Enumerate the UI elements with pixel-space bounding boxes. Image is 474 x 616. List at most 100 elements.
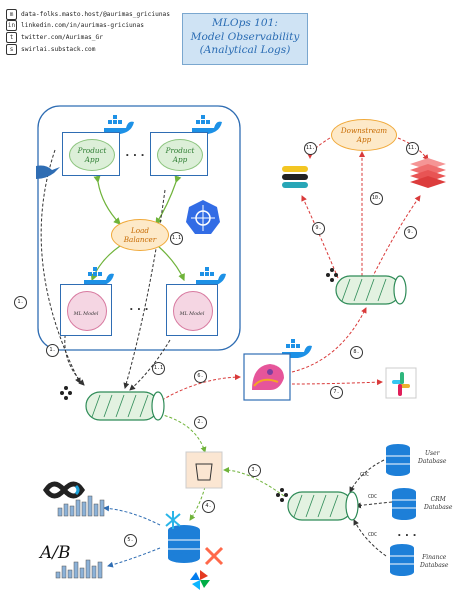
arrow-8 [291,307,367,373]
step-4-label: 4. [202,500,215,513]
arrow-log-11a [123,189,166,389]
crm-database [392,488,416,520]
user-database [386,444,410,476]
arrow-cdc-finance [353,519,387,557]
dbt-icon [204,546,224,566]
arrow-app1-lb [93,175,121,225]
more-models-ellipsis: ... [128,300,151,313]
title-line-1: MLOps 101: [212,17,278,29]
ml-model-label: ML Model [73,312,99,317]
social-mastodon[interactable]: m data-folks.masto.host/@aurimas_griciun… [6,9,170,20]
arrow-log-11b [129,339,171,391]
kafka-icon [60,386,72,400]
cdc-label: CDC [360,472,370,478]
step-7-label: 7. [330,386,343,399]
social-substack[interactable]: s swirlai.substack.com [6,44,96,55]
bar-chart-icon [57,495,105,517]
arrow-5a [103,505,161,526]
flink-icon [252,364,284,390]
kafka-topic-main [85,391,165,421]
snowflake-icon [165,511,181,529]
kubernetes-icon [186,200,220,234]
ml-model-2[interactable]: ML Model [166,284,218,336]
docker-icon [192,115,222,134]
object-storage [185,451,223,489]
step-1-label: 1. [46,344,59,357]
step-9-label: 9. [404,226,417,239]
airflow-icon [190,570,210,590]
step-2-label: 2. [194,416,207,429]
mastodon-icon: m [6,9,17,20]
title-line-2: Model Observability [190,30,300,43]
substack-icon: s [6,44,17,55]
step-10-label: 10. [370,192,383,205]
twitter-icon: t [6,32,17,43]
step-11-label: 11. [304,142,317,155]
arrow-7 [291,379,383,386]
docker-icon [84,267,114,286]
social-text: swirlai.substack.com [21,46,96,53]
kafka-icon [326,268,338,282]
arrow-9a [301,195,339,279]
database-stack-icon [410,158,446,188]
arrow-5b [107,547,161,568]
bird-icon [36,165,60,179]
title-line-3: (Analytical Logs) [199,44,291,56]
bucket-icon [195,463,213,481]
step-11-label: 11. [406,142,419,155]
ab-testing-label: A/B [40,543,71,563]
monitoring-icon [42,481,86,499]
arrow-cdc-crm [355,501,393,509]
bar-chart-icon [55,559,103,579]
arrow-lb-ml2 [151,239,185,282]
step-1-1-label: 1.1 [152,362,165,375]
arrow-lb-ml1 [90,239,127,282]
arrow-11a [307,137,331,159]
more-databases-ellipsis: ... [396,526,419,539]
social-linkedin[interactable]: in linkedin.com/in/aurimas-griciunas [6,20,144,31]
ml-model-1[interactable]: ML Model [60,284,112,336]
social-text: data-folks.masto.host/@aurimas_griciunas [21,11,171,18]
step-9-label: 9. [312,222,325,235]
kafka-icon [276,488,288,502]
step-6-label: 6. [194,370,207,383]
kafka-topic-cdc [287,491,359,521]
step-1-1-label: 1.1 [170,232,183,245]
step-3-label: 3. [248,464,261,477]
social-text: twitter.com/Aurimas_Gr [21,34,103,41]
step-8-label: 8. [350,346,363,359]
cdc-label: CDC [368,532,378,538]
social-twitter[interactable]: t twitter.com/Aurimas_Gr [6,32,103,43]
diagram-title: MLOps 101: Model Observability (Analytic… [182,13,308,65]
step-1-label: 1. [14,296,27,309]
arrow-9b [371,195,421,279]
finance-database [390,544,414,576]
linkedin-icon: in [6,20,17,31]
social-text: linkedin.com/in/aurimas-griciunas [21,22,144,29]
kubernetes-cluster-boundary [37,105,241,351]
elasticsearch-icon [282,166,308,188]
ml-model-label: ML Model [179,312,205,317]
cdc-label: CDC [368,494,378,500]
arrow-6 [161,374,241,401]
data-warehouse [168,525,200,563]
docker-icon [196,267,226,286]
step-5-label: 5. [124,534,137,547]
docker-icon [104,115,134,134]
kafka-topic-downstream [335,275,407,305]
slack-icon [385,367,417,399]
arrow-app2-lb [155,175,182,226]
more-apps-ellipsis: ... [124,146,147,159]
arrow-3 [223,467,285,497]
arrow-2 [149,411,207,453]
